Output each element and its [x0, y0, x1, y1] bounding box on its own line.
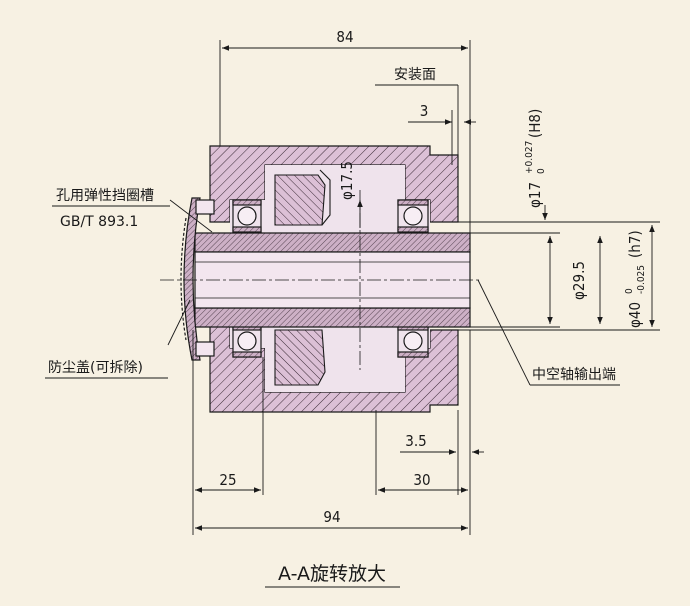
gear-lower — [274, 329, 326, 386]
label-hollow-output: 中空轴输出端 — [532, 367, 616, 383]
dim-94: 94 — [323, 508, 340, 526]
label-dust-cover: 防尘盖(可拆除) — [48, 360, 143, 376]
dim-3-5: 3.5 — [405, 432, 426, 450]
dim-30: 30 — [413, 471, 430, 489]
bearing-left-upper — [232, 199, 262, 233]
shaft-h7-fit: (h7) — [626, 230, 644, 258]
shaft-h7-prefix: φ40 — [626, 302, 644, 328]
dim-phi-17-5: φ17.5 — [338, 161, 356, 200]
bore-h8-fit: (H8) — [526, 109, 544, 138]
dim-84: 84 — [336, 28, 353, 46]
label-mount-face: 安装面 — [394, 67, 436, 83]
bearing-right-upper — [397, 199, 429, 233]
bore-h8-upper: +0.027 — [524, 141, 535, 174]
gear-upper — [274, 169, 331, 226]
dim-phi-29-5: φ29.5 — [570, 261, 588, 300]
bearing-left-lower — [232, 324, 262, 358]
label-standard: GB/T 893.1 — [60, 214, 138, 230]
bearing-right-lower — [397, 324, 429, 358]
shaft-h7-upper: 0 — [624, 288, 635, 294]
dust-cover — [180, 197, 215, 361]
bore-h8-lower: 0 — [536, 168, 547, 174]
dim-shaft-h7: φ40 0 -0.025 (h7) — [624, 230, 647, 328]
shaft-h7-lower: -0.025 — [636, 265, 647, 294]
bore-h8-prefix: φ17 — [526, 182, 544, 208]
dim-25: 25 — [219, 471, 236, 489]
dim-3: 3 — [420, 102, 429, 120]
dimension-lines — [167, 40, 660, 535]
section-caption: A-A旋转放大 — [278, 563, 386, 585]
label-underlines — [45, 205, 400, 588]
dim-bore-h8: φ17 +0.027 0 (H8) — [524, 109, 547, 208]
label-retaining-ring-groove: 孔用弹性挡圈槽 — [56, 188, 154, 204]
